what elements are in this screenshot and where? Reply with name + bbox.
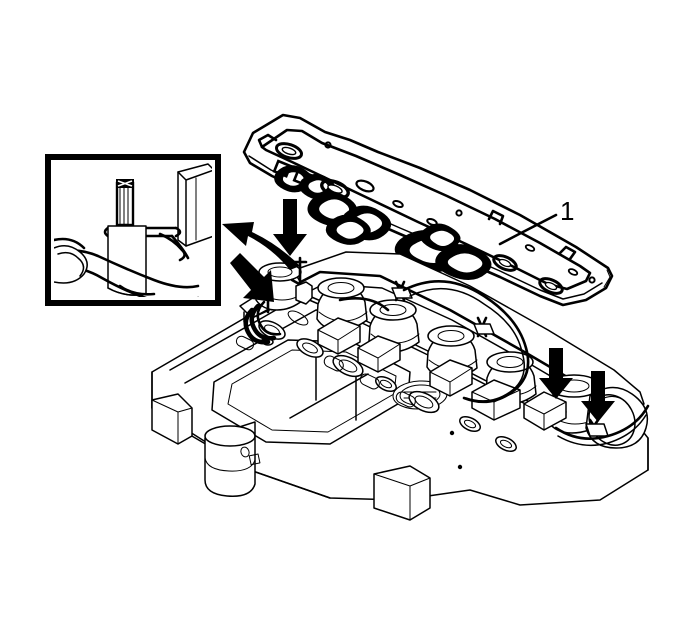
callout-1-leader — [498, 213, 558, 246]
magnified-detail-view — [45, 154, 221, 306]
clip-seat-arrow-right-b — [581, 371, 615, 422]
detail-inset-contents — [54, 163, 212, 297]
callout-label-1: 1 — [560, 196, 575, 226]
valve-body-fluid-ports — [258, 320, 517, 452]
clip-seat-arrow-right-a — [539, 348, 573, 399]
control-valve-body-assembly — [151, 251, 650, 521]
wiring-harness — [338, 280, 650, 447]
gasket-bead-seals — [272, 142, 579, 295]
install-direction-arrow-center — [273, 199, 307, 256]
curved-callout-arrow — [222, 222, 300, 270]
bead-cluster-b — [307, 191, 392, 245]
control-solenoid-valve-cover-gasket — [242, 113, 614, 307]
clip-seat-arrow-left — [230, 253, 274, 302]
